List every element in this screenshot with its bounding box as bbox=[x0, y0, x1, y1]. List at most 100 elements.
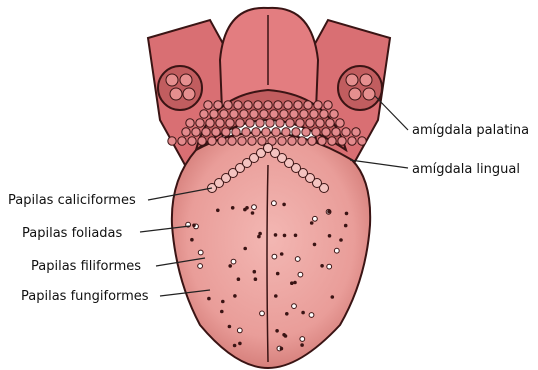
fungiform-papilla bbox=[334, 248, 339, 253]
lingual-nodule bbox=[326, 119, 334, 127]
lingual-nodule bbox=[234, 101, 242, 109]
lingual-nodule bbox=[178, 137, 186, 145]
lingual-nodule bbox=[230, 110, 238, 118]
fungiform-papilla bbox=[313, 216, 318, 221]
lingual-nodule bbox=[264, 101, 272, 109]
palatine-tonsil-left bbox=[158, 66, 202, 110]
lingual-nodule bbox=[228, 137, 236, 145]
filiform-papilla bbox=[313, 243, 316, 246]
lingual-nodule bbox=[192, 128, 200, 136]
filiform-papilla bbox=[276, 272, 279, 275]
filiform-papilla bbox=[280, 253, 283, 256]
lingual-nodule bbox=[308, 137, 316, 145]
lingual-nodule bbox=[218, 137, 226, 145]
lingual-nodule bbox=[312, 128, 320, 136]
filiform-papilla bbox=[258, 235, 261, 238]
lingual-nodule bbox=[318, 137, 326, 145]
lingual-nodule bbox=[262, 128, 270, 136]
fungiform-papilla bbox=[260, 311, 265, 316]
filiform-papilla bbox=[233, 344, 236, 347]
lingual-nodule bbox=[304, 101, 312, 109]
lingual-nodule bbox=[224, 101, 232, 109]
filiform-papilla bbox=[340, 239, 343, 242]
filiform-papilla bbox=[276, 330, 279, 333]
filiform-papilla bbox=[191, 238, 194, 241]
label-papilas-foliadas: Papilas foliadas bbox=[22, 226, 123, 241]
lingual-nodule bbox=[222, 128, 230, 136]
filiform-papilla bbox=[221, 310, 224, 313]
lingual-nodule bbox=[298, 137, 306, 145]
filiform-papilla bbox=[217, 209, 220, 212]
lingual-nodule bbox=[252, 128, 260, 136]
lingual-nodule bbox=[316, 119, 324, 127]
filiform-papilla bbox=[283, 234, 286, 237]
lingual-nodule bbox=[306, 119, 314, 127]
lingual-nodule bbox=[220, 110, 228, 118]
fungiform-papilla bbox=[327, 264, 332, 269]
filiform-papilla bbox=[246, 207, 249, 210]
palatine-tonsil-right bbox=[338, 66, 382, 110]
lingual-nodule bbox=[232, 128, 240, 136]
filiform-papilla bbox=[286, 313, 289, 316]
lingual-nodule bbox=[206, 119, 214, 127]
lingual-nodule bbox=[296, 119, 304, 127]
filiform-papilla bbox=[259, 232, 262, 235]
lingual-nodule bbox=[294, 101, 302, 109]
lingual-nodule bbox=[288, 137, 296, 145]
filiform-papilla bbox=[229, 265, 232, 268]
lingual-nodule bbox=[250, 110, 258, 118]
lingual-nodule bbox=[276, 119, 284, 127]
filiform-papilla bbox=[302, 311, 305, 314]
lingual-nodule bbox=[214, 101, 222, 109]
lingual-nodule bbox=[314, 101, 322, 109]
filiform-papilla bbox=[284, 335, 287, 338]
lingual-nodule bbox=[210, 110, 218, 118]
lingual-nodule bbox=[292, 128, 300, 136]
filiform-papilla bbox=[283, 203, 286, 206]
filiform-papilla bbox=[208, 297, 211, 300]
lingual-nodule bbox=[270, 110, 278, 118]
lingual-nodule bbox=[260, 110, 268, 118]
filiform-papilla bbox=[254, 278, 257, 281]
filiform-papilla bbox=[222, 300, 225, 303]
fungiform-papilla bbox=[292, 304, 297, 309]
fungiform-papilla bbox=[272, 201, 277, 206]
fungiform-papilla bbox=[252, 205, 257, 210]
filiform-papilla bbox=[344, 224, 347, 227]
lingual-nodule bbox=[182, 128, 190, 136]
lingual-nodule bbox=[248, 137, 256, 145]
lingual-nodule bbox=[338, 137, 346, 145]
filiform-papilla bbox=[321, 265, 324, 268]
filiform-papilla bbox=[280, 347, 283, 350]
lingual-nodule bbox=[226, 119, 234, 127]
filiform-papilla bbox=[301, 344, 304, 347]
filiform-papilla bbox=[244, 247, 247, 250]
lingual-nodule bbox=[204, 101, 212, 109]
lingual-nodule bbox=[332, 128, 340, 136]
filiform-papilla bbox=[345, 212, 348, 215]
lingual-nodule bbox=[320, 110, 328, 118]
lingual-nodule bbox=[280, 110, 288, 118]
lingual-nodule bbox=[258, 137, 266, 145]
lingual-nodule bbox=[240, 110, 248, 118]
lingual-nodule bbox=[200, 110, 208, 118]
lingual-nodule bbox=[186, 119, 194, 127]
filiform-papilla bbox=[310, 222, 313, 225]
filiform-papilla bbox=[291, 282, 294, 285]
lingual-nodule bbox=[168, 137, 176, 145]
lingual-nodule bbox=[328, 137, 336, 145]
lingual-nodule bbox=[256, 119, 264, 127]
lingual-nodule bbox=[254, 101, 262, 109]
filiform-papilla bbox=[328, 210, 331, 213]
lingual-nodule bbox=[212, 128, 220, 136]
filiform-papilla bbox=[237, 278, 240, 281]
lingual-nodule bbox=[272, 128, 280, 136]
filiform-papilla bbox=[294, 234, 297, 237]
lingual-nodule bbox=[322, 128, 330, 136]
caliciform-papilla bbox=[264, 144, 273, 153]
filiform-papilla bbox=[234, 295, 237, 298]
lingual-nodule bbox=[358, 137, 366, 145]
lingual-nodule bbox=[290, 110, 298, 118]
